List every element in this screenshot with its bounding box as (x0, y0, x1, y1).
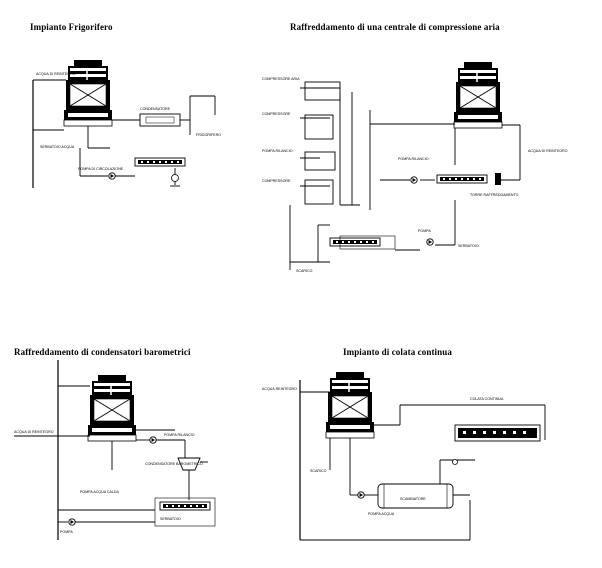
panel-title-bottom-right: Impianto di colata continua (343, 347, 452, 357)
label-br-4: SCARICO (310, 469, 327, 473)
pump-icon-bl-1 (149, 436, 157, 444)
cooling-tower-br (325, 371, 375, 439)
schematic-bottom-right: ACQUA REINTEGRO COLATA CONTINUA SCAMBIAT… (262, 371, 546, 541)
pump-icon-br (357, 491, 365, 499)
cooling-tower-tr (453, 61, 503, 129)
cooling-tower-tl (63, 59, 113, 127)
label-tr-0: COMPRESSORE ARIA (262, 77, 300, 81)
label-tr-8: SERBATOIO (458, 244, 479, 248)
pump-icon-tl (108, 172, 116, 180)
label-tr-1: COMPRESSORE (262, 112, 291, 116)
schematic-top-right: COMPRESSORE ARIA COMPRESSORE POMPA RILAN… (262, 61, 568, 273)
label-tr-9: SCARICO (296, 269, 313, 273)
label-tr-6: ACQUA DI REINTEGRO (528, 149, 568, 153)
label-br-0: ACQUA REINTEGRO (262, 387, 297, 391)
panel-title-top-left: Impianto Frigorifero (30, 22, 113, 32)
pump-icon-tr-1 (410, 176, 418, 184)
label-bl-1: POMPA RILANCIO (164, 433, 195, 437)
label-tr-3: COMPRESSORE (262, 179, 291, 183)
panel-title-bottom-left: Raffreddamento di condensatori barometri… (14, 347, 191, 357)
label-br-1: COLATA CONTINUA (470, 397, 504, 401)
label-tl-3: SERBATOIO ACQUA (40, 145, 75, 149)
label-bl-5: POMPA (60, 530, 73, 534)
label-br-2: SCAMBIATORE (400, 497, 426, 501)
label-tr-4: POMPA RILANCIO (398, 157, 429, 161)
label-tr-2: POMPA RILANCIO (262, 149, 293, 153)
water-tank-tl (134, 157, 186, 167)
label-bl-0: ACQUA DI REINTEGRO (14, 430, 54, 434)
label-bl-3: POMPA ACQUA CALDA (80, 490, 119, 494)
schematic-bottom-left: ACQUA DI REINTEGRO POMPA RILANCIO CONDEN… (14, 360, 216, 540)
label-tr-7: POMPA (418, 229, 431, 233)
water-tank-tr-1 (436, 174, 488, 184)
water-tank-bl (159, 501, 211, 511)
label-tl-4: POMPA DI CIRCOLAZIONE (78, 167, 124, 171)
label-bl-4: SERBATOIO (160, 517, 181, 521)
cooling-tower-bl (87, 374, 137, 442)
label-br-3: POMPA ACQUA (368, 512, 395, 516)
barometric-condenser-bl (177, 457, 201, 471)
panel-title-top-right: Raffreddamento di una centrale di compre… (290, 22, 500, 32)
label-bl-2: CONDENSATORE BAROMETRICO (145, 462, 203, 466)
heat-exchanger-br (377, 483, 454, 509)
pump-icon-bl-2 (68, 518, 76, 526)
label-tl-0: ACQUA DI REINTEGRO (36, 72, 76, 76)
label-tl-1: CONDENSATORE (140, 107, 171, 111)
label-tr-5: TORRE RAFFREDDAMENTO (470, 193, 519, 197)
schematic-top-left: ACQUA DI REINTEGRO CONDENSATORE FRIGORIF… (32, 59, 221, 188)
water-tank-tr-2 (329, 237, 381, 247)
pump-icon-tr-2 (426, 238, 434, 246)
label-tl-2: FRIGORIFERO (196, 133, 221, 137)
